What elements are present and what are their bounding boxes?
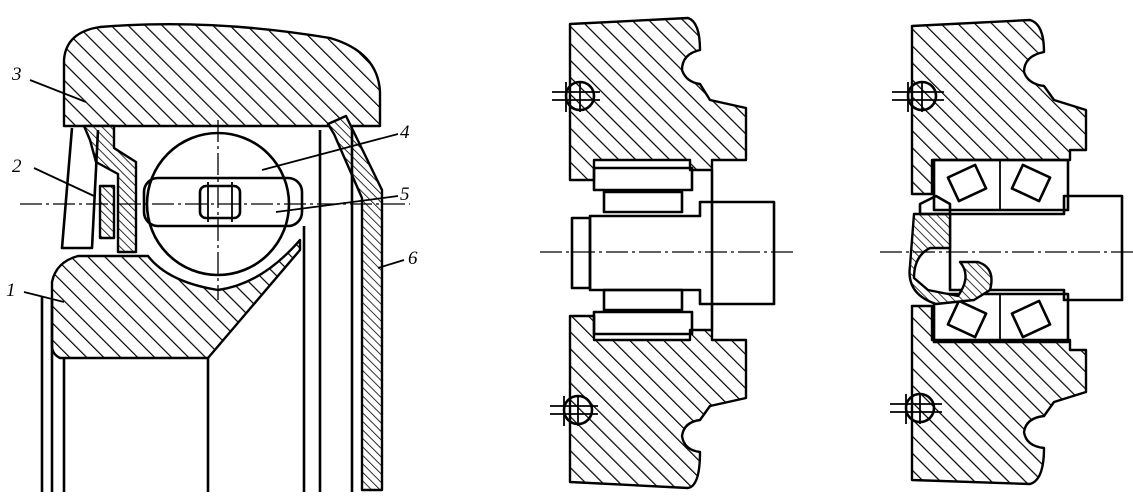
right-shield (326, 114, 384, 492)
left-seal-strip (98, 184, 116, 240)
end-cap (908, 212, 993, 306)
wheel-lower-half (568, 314, 748, 490)
callout-5: 5 (400, 184, 410, 205)
callout-4: 4 (400, 122, 410, 143)
cage-bar (142, 176, 304, 228)
callout-3: 3 (11, 64, 22, 85)
shaft-nut (570, 216, 592, 290)
wheel-upper-half (568, 16, 748, 182)
bolt-lower (550, 394, 598, 426)
bolt-upper (552, 80, 600, 112)
bearing-cup-lower (932, 292, 1070, 344)
outer-ring (62, 23, 382, 128)
wheel2-upper-half (910, 18, 1088, 196)
tapered-rollers (946, 160, 1052, 342)
ball-bearing-section (20, 23, 410, 492)
callout-6: 6 (408, 248, 418, 269)
needle-roller-upper (602, 190, 684, 214)
cage-pin (198, 184, 242, 220)
roller-wheel-section (540, 16, 796, 490)
bearing-cup-upper (932, 158, 1070, 212)
needle-roller-lower (602, 288, 684, 312)
tapered-roller-wheel-section (880, 18, 1133, 486)
callout-2: 2 (12, 156, 22, 177)
wheel2-lower-half (910, 304, 1088, 486)
callout-1: 1 (6, 280, 16, 301)
inner-ring (50, 238, 302, 360)
bolt2-lower (890, 392, 942, 424)
needle-race-lower (592, 310, 694, 336)
grease-fill (918, 194, 952, 216)
bolt2-upper (892, 80, 944, 112)
shaft (588, 200, 776, 306)
needle-race-upper (592, 166, 694, 192)
